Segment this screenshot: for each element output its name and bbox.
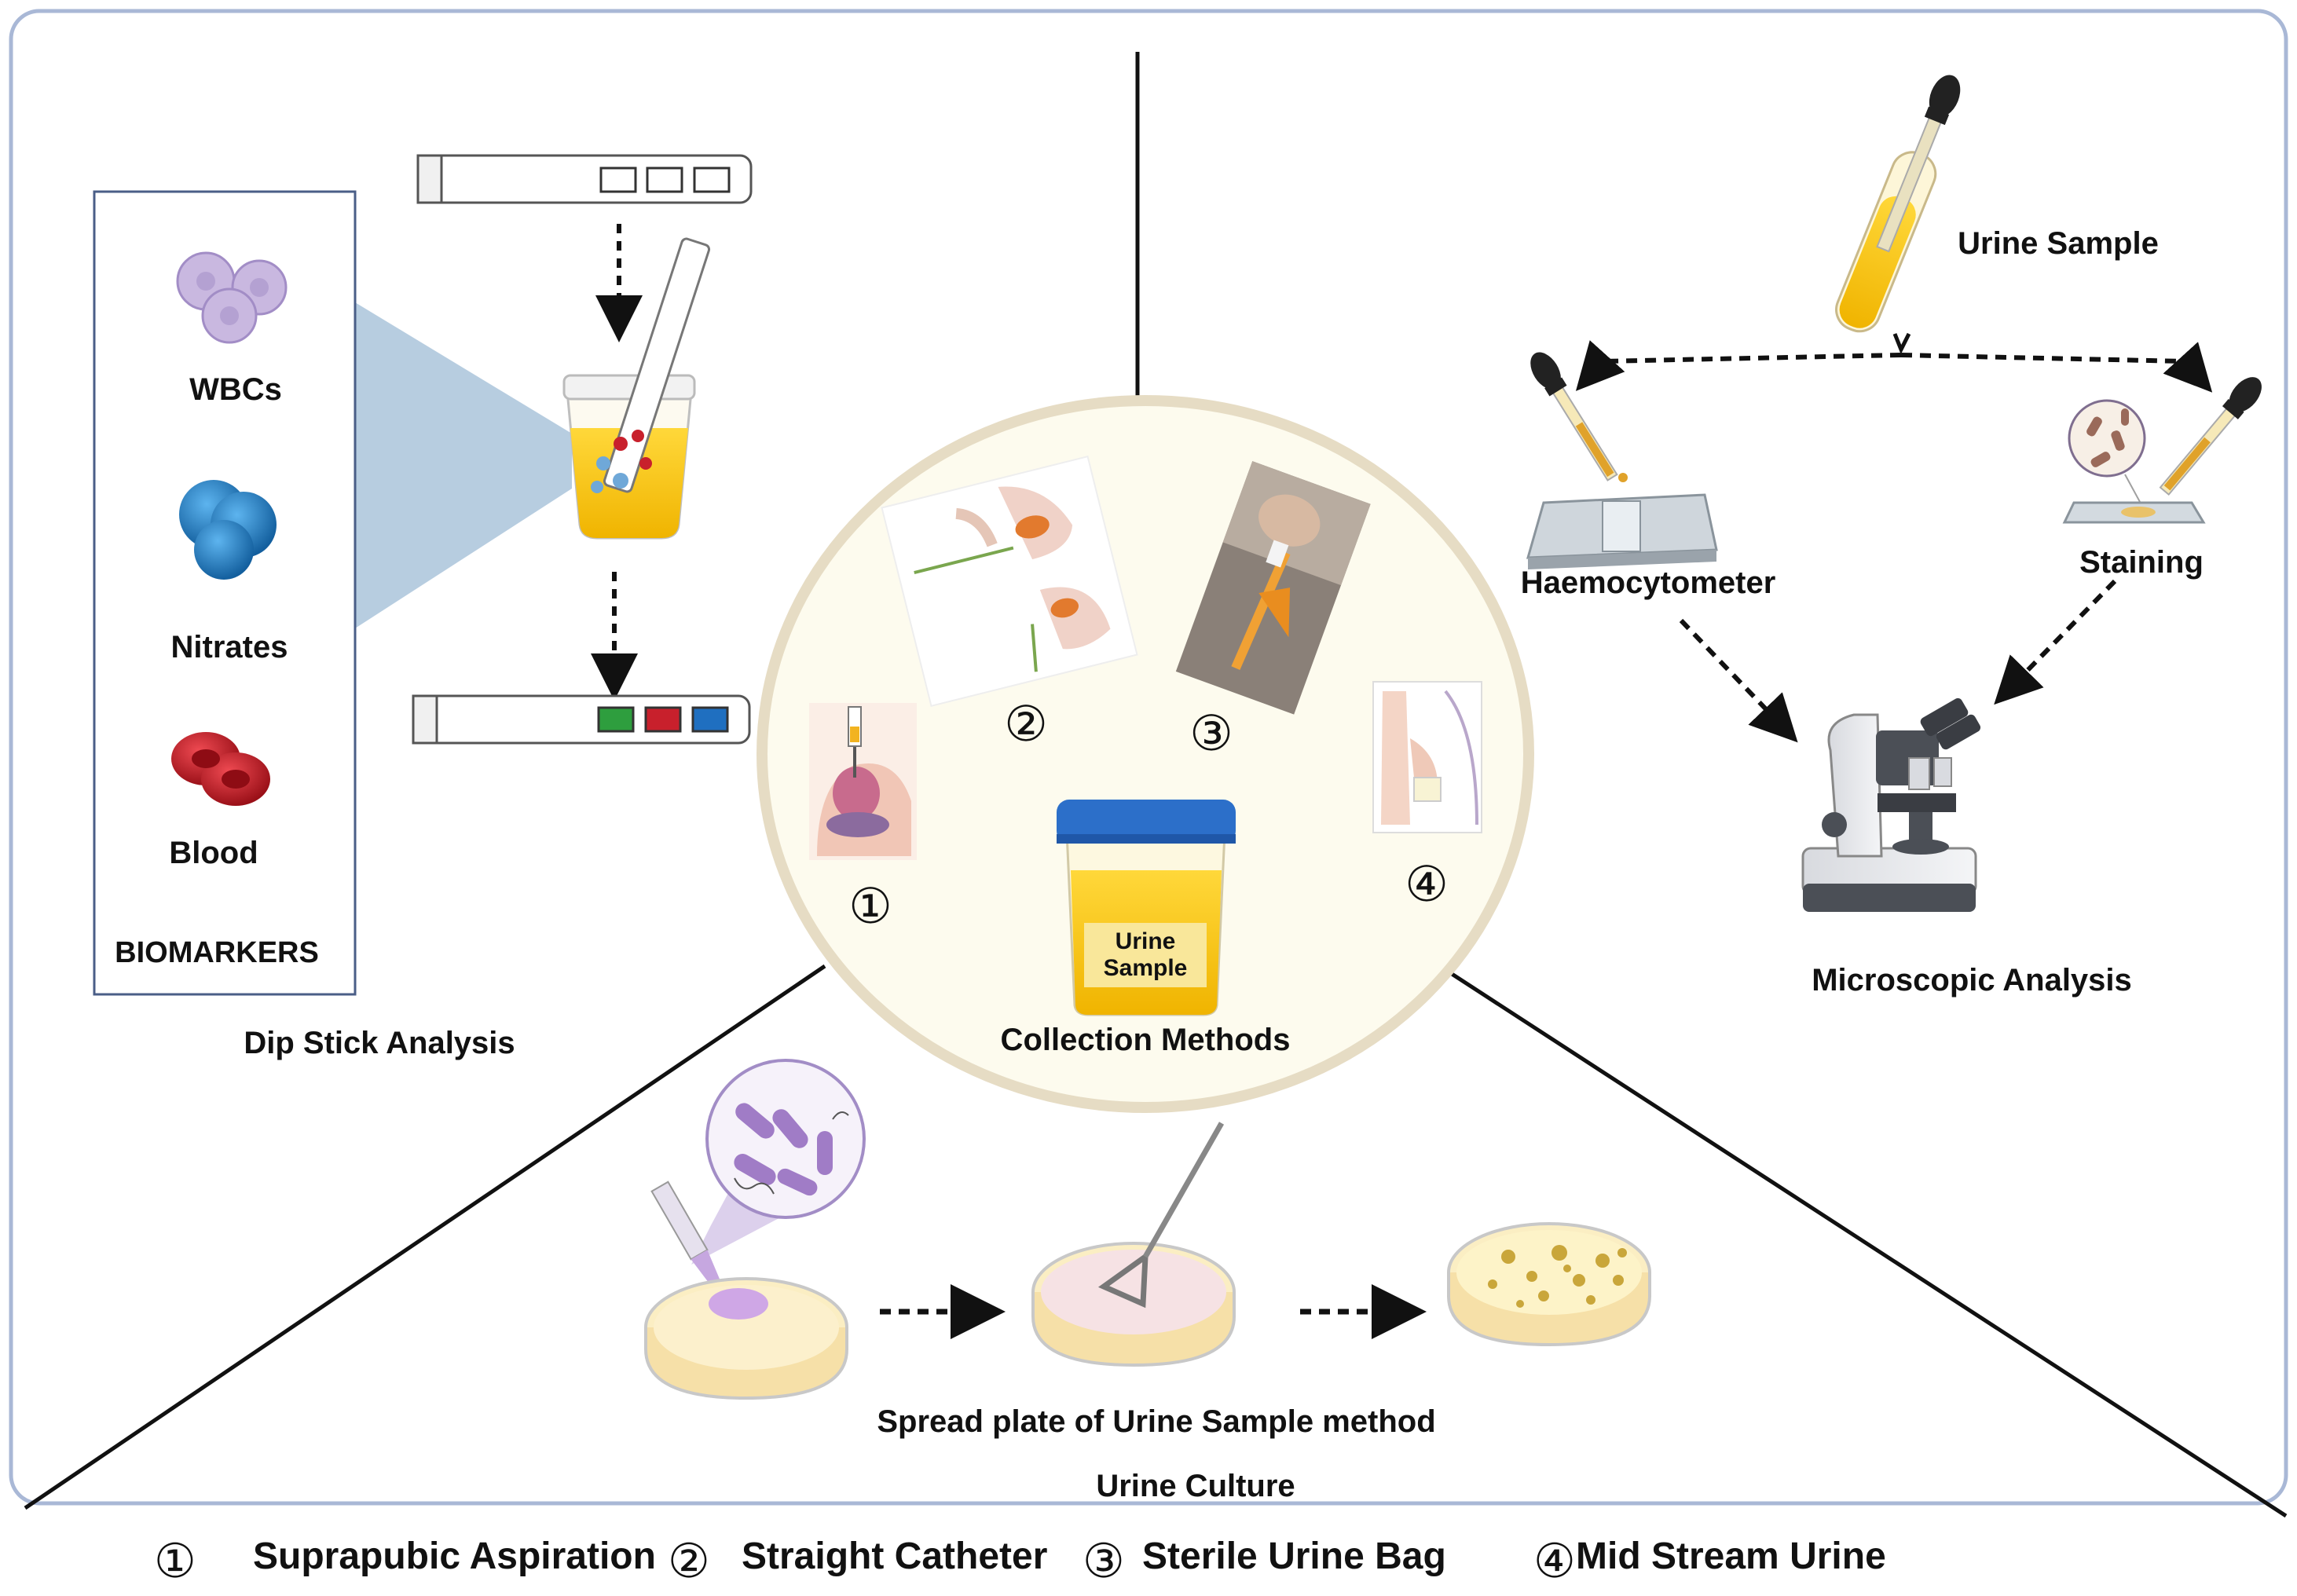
microscope-icon [1801, 697, 1981, 912]
legend-num-2: ② [668, 1535, 710, 1587]
cup-label-line1: Urine [1115, 928, 1176, 954]
staining-slide [2062, 501, 2206, 524]
microscopy-panel [1526, 75, 2262, 912]
urine-culture-panel [644, 1059, 1651, 1400]
straight-catheter-illustration [881, 455, 1138, 708]
dipstick-cup [562, 237, 711, 540]
petri-dish-colonies [1447, 1222, 1651, 1347]
collection-methods-panel [757, 395, 1534, 1113]
legend-label-3: Sterile Urine Bag [1142, 1536, 1446, 1577]
legend-num-1: ① [154, 1535, 196, 1587]
wbc-cells-icon [176, 251, 288, 344]
spread-plate-label: Spread plate of Urine Sample method [877, 1404, 1436, 1439]
arrow-haemocytometer-to-microscope [1679, 618, 1798, 743]
method-number-2: ② [1004, 697, 1048, 752]
cup-label-line2: Sample [1103, 955, 1188, 981]
biomarkers-title: BIOMARKERS [115, 936, 319, 969]
arrow-staining-to-microscope [1994, 579, 2117, 705]
petri-dish-spreading [1031, 1122, 1236, 1367]
midstream-urine-illustration [1372, 681, 1482, 833]
petri-dish-inoculated [644, 1277, 848, 1400]
dipstick-strip-result [412, 694, 751, 745]
staining-magnifier [2068, 399, 2146, 511]
marker-label-wbcs: WBCs [189, 372, 282, 407]
urine-culture-title: Urine Culture [1096, 1469, 1295, 1503]
method-number-3: ③ [1189, 707, 1233, 761]
dipstick-strip-blank [416, 154, 753, 204]
legend-label-4: Mid Stream Urine [1576, 1536, 1886, 1577]
bacteria-magnifier [691, 1059, 866, 1265]
nitrates-cells-icon [179, 480, 277, 580]
microscopic-analysis-title: Microscopic Analysis [1812, 963, 2132, 998]
result-pad-blue [691, 706, 729, 733]
marker-label-nitrates: Nitrates [170, 630, 288, 664]
legend-num-3: ③ [1083, 1535, 1125, 1587]
haemocytometer-slide [1526, 493, 1718, 569]
outer-frame [9, 9, 2288, 1506]
dipstick-analysis-title: Dip Stick Analysis [244, 1026, 515, 1060]
divider-right [1445, 968, 2288, 1518]
urine-sample-label: Urine Sample [1958, 226, 2159, 261]
suprapubic-aspiration-illustration [809, 703, 917, 860]
method-number-1: ① [848, 880, 892, 934]
marker-label-blood: Blood [169, 836, 258, 870]
divider-left [24, 964, 826, 1510]
collection-methods-title: Collection Methods [1000, 1023, 1291, 1057]
haemocytometer-label: Haemocytometer [1520, 566, 1776, 600]
branch-connector [1892, 332, 1911, 355]
staining-label: Staining [2079, 545, 2204, 580]
legend-label-2: Straight Catheter [742, 1536, 1048, 1577]
urine-sample-tube [1835, 75, 1961, 333]
blood-cells-icon [171, 732, 270, 806]
dipstick-panel [93, 154, 753, 996]
result-pad-red [644, 706, 682, 733]
urine-sample-cup [1057, 800, 1236, 1016]
staining-dropper [2159, 377, 2262, 496]
sterile-urine-bag-photo [1175, 461, 1371, 715]
haemocytometer-dropper [1530, 352, 1618, 481]
result-pad-green [597, 706, 635, 733]
legend-label-1: Suprapubic Aspiration [253, 1536, 656, 1577]
method-number-4: ④ [1405, 858, 1449, 912]
legend-num-4: ④ [1533, 1535, 1576, 1587]
